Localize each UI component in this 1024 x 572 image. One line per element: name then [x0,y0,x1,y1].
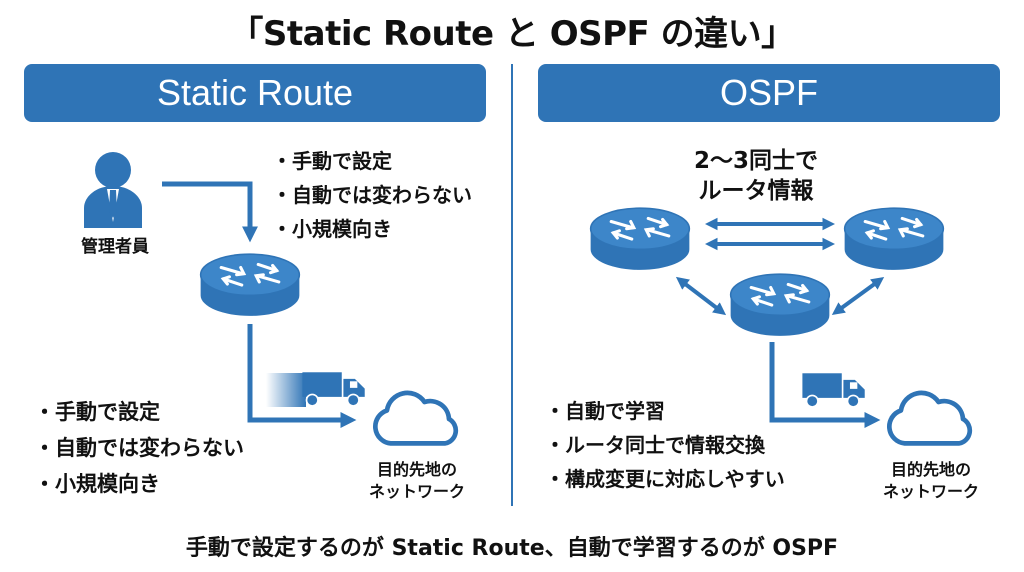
peer-exchange-label: 2〜3同士で ルータ情報 [648,146,864,206]
route-line [247,324,357,429]
destination-line: ネットワーク [368,482,465,501]
static-route-header: Static Route [24,64,486,122]
list-item: 手動で設定 [34,394,244,430]
ospf-features: 自動で学習 ルータ同士で情報交換 構成変更に対応しやすい [545,394,785,496]
list-item: 自動で学習 [545,394,785,428]
truck-icon [801,372,866,408]
truck-icon [301,371,366,407]
ospf-header: OSPF [538,64,1000,122]
person-icon [84,152,142,228]
router-icon [589,206,691,272]
list-item: 小規模向き [34,466,244,502]
destination-label-left: 目的先地の ネットワーク [352,459,482,503]
list-item: 構成変更に対応しやすい [545,462,785,496]
motion-trail [266,373,306,407]
static-features-bottom: 手動で設定 自動では変わらない 小規模向き [34,394,244,502]
destination-line: 目的先地の [376,460,457,479]
destination-line: 目的先地の [890,460,971,479]
list-item: ルータ同士で情報交換 [545,428,785,462]
panel-divider [511,64,513,506]
list-item: 小規模向き [272,212,472,246]
admin-label: 管理者員 [81,237,149,257]
router-icon [729,272,831,338]
list-item: 手動で設定 [272,144,472,178]
cloud-icon [889,393,969,443]
exchange-arrows [675,217,885,316]
router-icon [843,206,945,272]
summary-caption: 手動で設定するのが Static Route、自動で学習するのが OSPF [185,536,839,561]
list-item: 自動では変わらない [272,178,472,212]
config-arrow [162,181,259,243]
router-icon [199,252,301,318]
static-features-top: 手動で設定 自動では変わらない 小規模向き [272,144,472,246]
destination-label-right: 目的先地の ネットワーク [866,459,996,503]
peer-label-line: ルータ情報 [698,178,814,204]
list-item: 自動では変わらない [34,430,244,466]
cloud-icon [375,393,455,443]
page-title: 「Static Route と OSPF の違い」 [229,14,795,54]
destination-line: ネットワーク [882,482,979,501]
peer-label-line: 2〜3同士で [693,148,818,174]
